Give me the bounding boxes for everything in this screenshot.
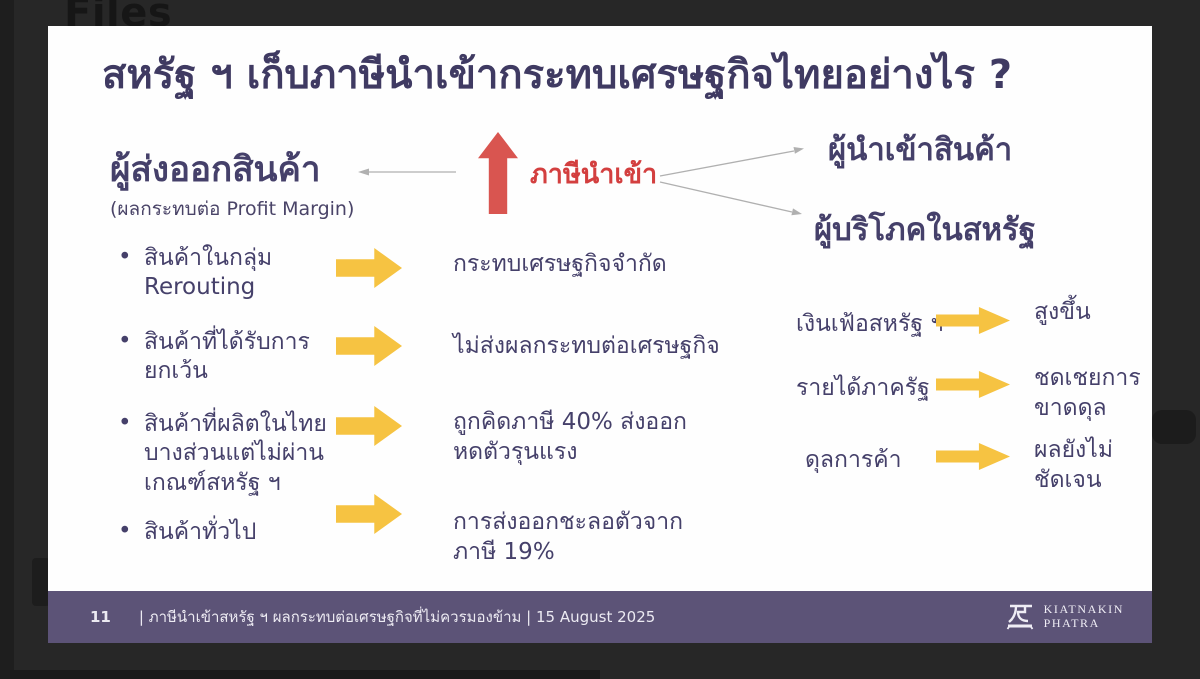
viewer-bottom-strip (10, 670, 600, 679)
export-item-impact: ไม่ส่งผลกระทบต่อเศรษฐกิจ (453, 333, 720, 359)
brand-line-2: PHATRA (1043, 616, 1100, 630)
kiatnakin-phatra-logo-icon (1006, 604, 1033, 630)
us-effect-label: เงินเฟ้อสหรัฐ ฯ (796, 311, 944, 337)
export-item-impact: ถูกคิดภาษี 40% ส่งออก หดตัวรุนแรง (453, 409, 687, 465)
exporter-subheading: (ผลกระทบต่อ Profit Margin) (110, 198, 355, 220)
brand-logo: KIATNAKIN PHATRA (1005, 602, 1124, 631)
importer-heading: ผู้นำเข้าสินค้า (828, 132, 1013, 168)
viewer-side-patch (32, 558, 50, 606)
right-arrow-icon (936, 443, 1010, 470)
slide-footer: 11 | ภาษีนำเข้าสหรัฐ ฯ ผลกระทบต่อเศรษฐกิ… (48, 591, 1152, 643)
right-arrow-icon (336, 248, 402, 288)
tariff-up-arrow-icon (478, 132, 518, 214)
us-effect-result: ผลยังไม่ ชัดเจน (1034, 437, 1114, 493)
presentation-slide: สหรัฐ ฯ เก็บภาษีนำเข้ากระทบเศรษฐกิจไทยอย… (48, 26, 1152, 643)
right-arrow-icon (936, 307, 1010, 334)
export-item-label: สินค้าทั่วไป (144, 519, 257, 545)
footer-caption: | ภาษีนำเข้าสหรัฐ ฯ ผลกระทบต่อเศรษฐกิจที… (138, 608, 656, 626)
bullet-dot: • (118, 410, 132, 436)
right-arrow-icon (336, 326, 402, 366)
page-number: 11 (90, 608, 111, 626)
slide-title: สหรัฐ ฯ เก็บภาษีนำเข้ากระทบเศรษฐกิจไทยอย… (102, 52, 1013, 98)
us-effect-result: สูงขึ้น (1034, 299, 1091, 325)
right-arrow-icon (936, 371, 1010, 398)
bullet-dot: • (118, 244, 132, 270)
right-arrow-icon (336, 406, 402, 446)
export-item-impact: กระทบเศรษฐกิจจำกัด (453, 251, 667, 277)
export-item-label: สินค้าที่ผลิตในไทย บางส่วนแต่ไม่ผ่าน เกณ… (144, 411, 327, 496)
right-arrow-icon (336, 494, 402, 534)
bullet-dot: • (118, 518, 132, 544)
brand-name: KIATNAKIN PHATRA (1043, 602, 1124, 631)
export-item-impact: การส่งออกชะลอตัวจาก ภาษี 19% (453, 509, 684, 565)
viewer-right-blob (1152, 410, 1196, 444)
brand-line-1: KIATNAKIN (1043, 602, 1124, 617)
us-effect-label: รายได้ภาครัฐ (796, 375, 930, 401)
us-effect-result: ชดเชยการ ขาดดุล (1034, 365, 1141, 421)
exporter-heading: ผู้ส่งออกสินค้า (110, 150, 321, 190)
bullet-dot: • (118, 328, 132, 354)
us-effect-label: ดุลการค้า (805, 447, 902, 473)
export-item-label: สินค้าที่ได้รับการ ยกเว้น (144, 329, 310, 385)
tariff-label: ภาษีนำเข้า (530, 159, 658, 190)
export-item-label: สินค้าในกลุ่ม Rerouting (144, 245, 273, 301)
viewer-left-strip (0, 0, 14, 679)
consumer-heading: ผู้บริโภคในสหรัฐ (814, 212, 1036, 248)
